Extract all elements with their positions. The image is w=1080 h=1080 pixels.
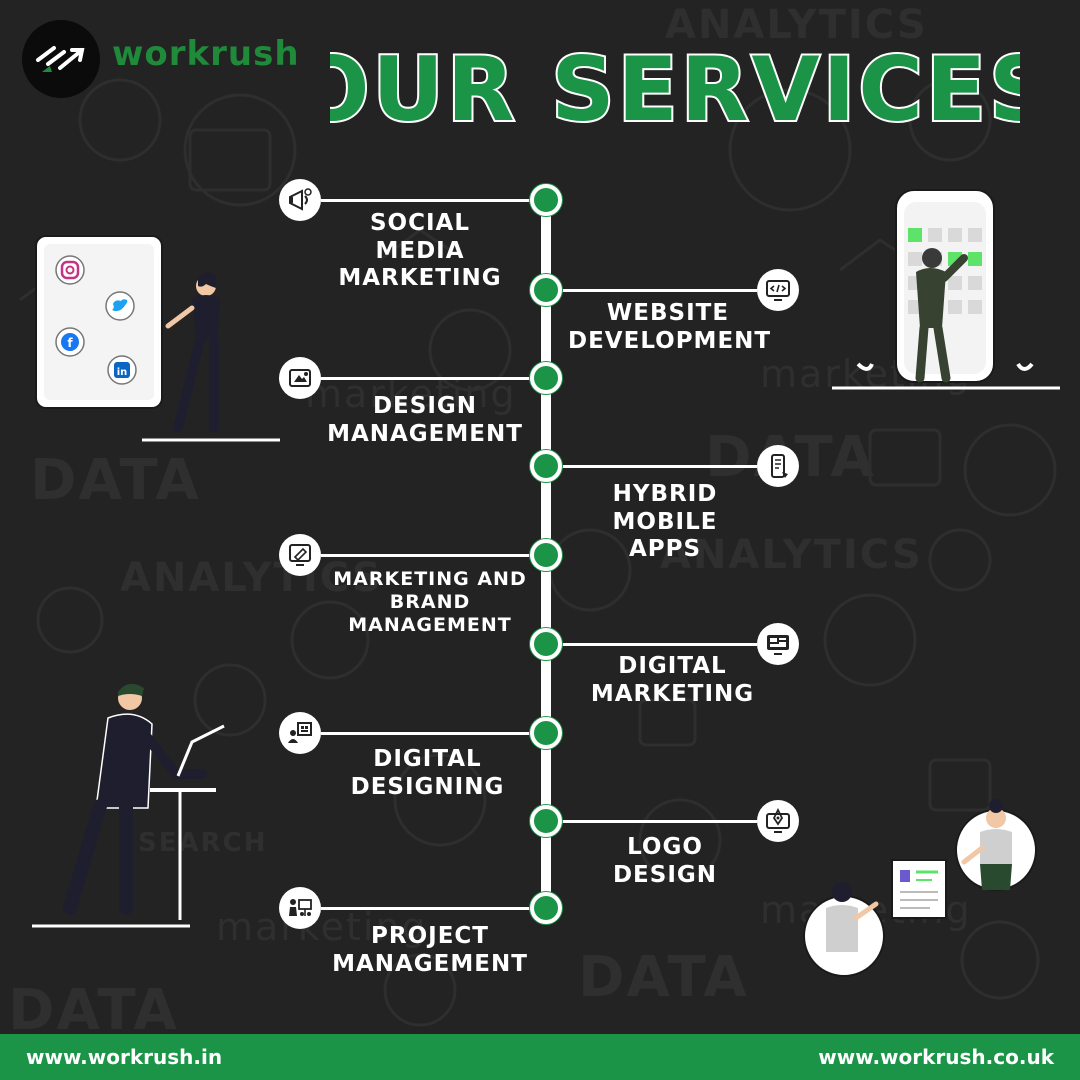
- connector-line: [321, 732, 546, 735]
- timeline-node: [530, 274, 562, 306]
- dashboard-monitor-icon-glyph: [767, 635, 789, 655]
- service-label-line: DESIGN: [612, 861, 718, 888]
- code-monitor-icon-glyph: [766, 280, 790, 301]
- logo-pen-icon-glyph: [766, 807, 790, 833]
- timeline-node: [530, 805, 562, 837]
- timeline-node: [530, 450, 562, 482]
- code-monitor-icon: [757, 269, 799, 311]
- service-label-line: MARKETING AND: [333, 568, 527, 590]
- bg-word-marketing: marketing: [216, 905, 428, 949]
- service-label-line: PROJECT: [371, 923, 489, 949]
- design-tools-icon-glyph: [289, 369, 311, 387]
- twitter-icon: [105, 291, 135, 321]
- megaphone-icon-glyph: [289, 188, 312, 211]
- bg-word-search: SEARCH: [138, 828, 268, 858]
- connector-line: [321, 377, 546, 380]
- footer-link-uk[interactable]: www.workrush.co.uk: [818, 1045, 1054, 1069]
- team-presentation-icon-glyph: [289, 899, 312, 916]
- service-label-line: MANAGEMENT: [327, 420, 523, 447]
- dashboard-monitor-icon: [757, 623, 799, 665]
- page-title: OUR SERVICES: [330, 40, 1020, 140]
- service-label-line: SOCIAL: [369, 210, 470, 236]
- service-label-line: DESIGN: [372, 393, 478, 419]
- team-presentation-icon: [279, 887, 321, 929]
- service-label-line: MANAGEMENT: [332, 950, 528, 977]
- svg-text:f: f: [67, 336, 73, 350]
- instagram-icon: [55, 255, 85, 285]
- bg-word-analytics: ANALYTICS: [660, 532, 923, 578]
- megaphone-icon: [279, 179, 321, 221]
- brand-name: workrush: [112, 34, 300, 74]
- design-tools-icon: [279, 357, 321, 399]
- facebook-icon: f: [55, 327, 85, 357]
- logo-design-illustration: [803, 799, 1037, 977]
- connector-line: [546, 820, 757, 823]
- timeline-node: [530, 628, 562, 660]
- service-label-line: MOBILE APPS: [612, 508, 718, 563]
- connector-line: [321, 199, 546, 202]
- service-label-line: MARKETING: [590, 680, 755, 707]
- connector-line: [546, 289, 757, 292]
- bg-word-data: DATA: [8, 978, 179, 1043]
- service-label-line: MARKETING: [338, 265, 502, 292]
- bg-word-data: DATA: [30, 448, 201, 513]
- social-media-illustration: f in: [35, 235, 280, 442]
- linkedin-icon: in: [107, 355, 137, 385]
- timeline-node: [530, 362, 562, 394]
- footer-link-india[interactable]: www.workrush.in: [26, 1045, 223, 1069]
- timeline-node: [530, 717, 562, 749]
- svg-text:in: in: [117, 367, 128, 378]
- service-label-line: HYBRID: [612, 481, 718, 507]
- timeline-node: [530, 892, 562, 924]
- connector-line: [321, 907, 546, 910]
- service-label-line: BRAND: [389, 590, 471, 613]
- logo-arrows-icon: [36, 46, 85, 72]
- connector-line: [321, 554, 546, 557]
- mobile-app-icon-glyph: [771, 454, 788, 478]
- brand-badge-icon: [279, 534, 321, 576]
- page-title-text: OUR SERVICES: [330, 40, 1020, 140]
- footer-bar: www.workrush.in www.workrush.co.uk: [0, 1034, 1080, 1080]
- designer-board-icon: [279, 712, 321, 754]
- website-development-illustration: [832, 189, 1060, 390]
- digital-designing-illustration: [32, 683, 225, 928]
- service-label-line: MANAGEMENT: [348, 613, 512, 636]
- logo-pen-icon: [757, 800, 799, 842]
- mobile-app-icon: [757, 445, 799, 487]
- connector-line: [546, 465, 757, 468]
- timeline-node: [530, 184, 562, 216]
- designer-board-icon-glyph: [288, 722, 312, 743]
- service-label-line: DESIGNING: [350, 773, 505, 800]
- brand-logo-mark: [22, 20, 100, 98]
- brand-badge-icon-glyph: [289, 544, 311, 566]
- service-label-line: DEVELOPMENT: [568, 327, 772, 354]
- bg-word-analytics: ANALYTICS: [665, 2, 928, 48]
- service-label-line: LOGO: [627, 834, 703, 860]
- service-label-line: WEBSITE: [606, 300, 730, 326]
- service-label-line: DIGITAL: [373, 746, 482, 772]
- timeline-node: [530, 539, 562, 571]
- bg-word-analytics: ANALYTICS: [120, 555, 383, 601]
- connector-line: [546, 643, 757, 646]
- bg-word-data: DATA: [578, 945, 749, 1010]
- service-label-line: MEDIA: [375, 237, 465, 264]
- service-label-line: DIGITAL: [618, 653, 727, 679]
